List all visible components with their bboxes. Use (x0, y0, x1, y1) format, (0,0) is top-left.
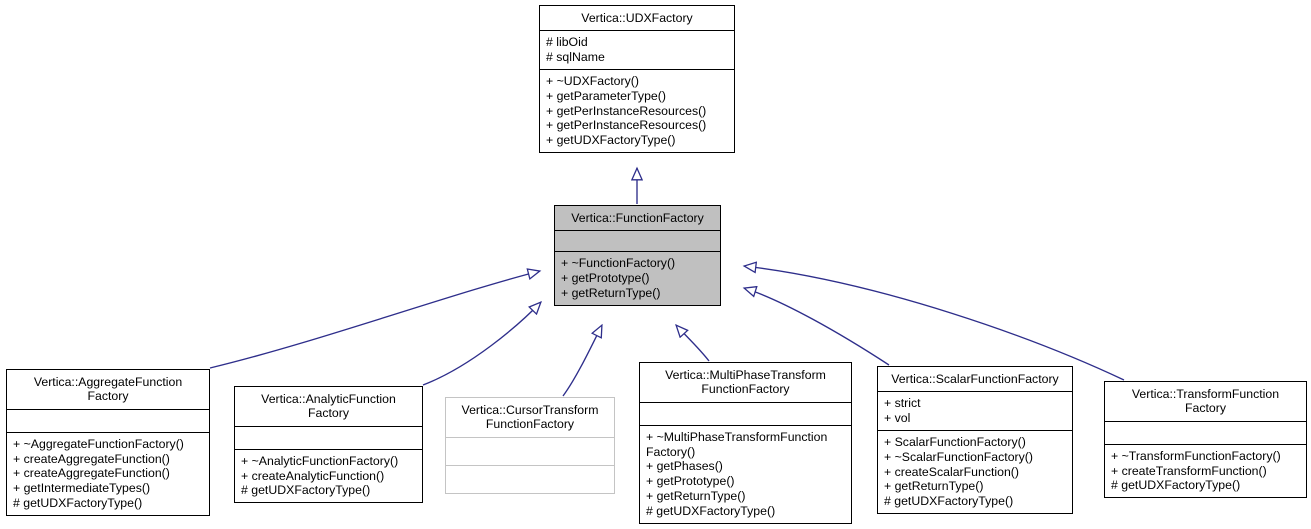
method-item: + createAggregateFunction() (13, 466, 170, 481)
methods-compartment: + ~TransformFunctionFactory() + createTr… (1105, 443, 1306, 497)
method-item: + getReturnType() (884, 479, 984, 494)
methods-compartment: + ~AggregateFunctionFactory() + createAg… (7, 431, 209, 515)
methods-compartment (446, 464, 614, 493)
attributes-compartment: # libOid # sqlName (540, 30, 734, 69)
method-item: + createScalarFunction() (884, 464, 1019, 479)
attributes-compartment (1105, 420, 1306, 444)
method-item: + ~ScalarFunctionFactory() (884, 449, 1033, 464)
attributes-compartment (235, 425, 422, 449)
class-title: Vertica::AggregateFunction Factory (33, 375, 183, 404)
edge-scalar-to-functionfactory (744, 288, 890, 366)
class-title: Vertica::AnalyticFunction Factory (261, 392, 396, 421)
class-title: Vertica::ScalarFunctionFactory (891, 372, 1059, 386)
method-item: + getPrototype() (561, 271, 650, 286)
method-item: + getReturnType() (561, 286, 661, 300)
method-item: + ~MultiPhaseTransformFunction Factory() (646, 429, 828, 459)
class-node-aggregatefunctionfactory[interactable]: Vertica::AggregateFunction Factory + ~Ag… (6, 369, 210, 516)
class-title: Vertica::TransformFunction Factory (1131, 387, 1280, 416)
method-item: + getUDXFactoryType() (546, 133, 676, 148)
class-node-analyticfunctionfactory[interactable]: Vertica::AnalyticFunction Factory + ~Ana… (234, 386, 423, 504)
class-node-functionfactory[interactable]: Vertica::FunctionFactory + ~FunctionFact… (554, 205, 721, 306)
method-item: + getPhases() (646, 459, 723, 474)
attribute-item: # libOid (546, 35, 588, 50)
method-item: + createAggregateFunction() (13, 451, 170, 466)
method-item: # getUDXFactoryType() (646, 503, 776, 518)
methods-compartment: + ~MultiPhaseTransformFunction Factory()… (640, 424, 851, 523)
attribute-item: # sqlName (546, 50, 605, 65)
method-item: + getPerInstanceResources() (546, 118, 707, 133)
attributes-compartment (446, 436, 614, 465)
class-node-transformfunctionfactory[interactable]: Vertica::TransformFunction Factory + ~Tr… (1104, 381, 1307, 499)
method-item: + getIntermediateTypes() (13, 481, 151, 496)
method-item: + getParameterType() (546, 88, 666, 103)
class-node-cursortransformfunctionfactory[interactable]: Vertica::CursorTransform FunctionFactory (445, 397, 615, 494)
methods-compartment: + ~FunctionFactory() + getPrototype() + … (555, 251, 720, 305)
method-item: + ~AnalyticFunctionFactory() (241, 453, 399, 468)
method-item: + getPrototype() (646, 474, 735, 489)
edge-aggregate-to-functionfactory (209, 271, 540, 369)
class-title: Vertica::FunctionFactory (571, 211, 704, 225)
method-item: + createAnalyticFunction() (241, 468, 385, 483)
attribute-item: + vol (884, 411, 911, 426)
class-title: Vertica::CursorTransform FunctionFactory (461, 403, 599, 432)
method-item: + ~UDXFactory() (546, 74, 639, 88)
method-item: # getUDXFactoryType() (13, 496, 143, 510)
method-item: + createTransformFunction() (1111, 463, 1267, 478)
method-item: # getUDXFactoryType() (241, 483, 371, 498)
attributes-compartment: + strict + vol (878, 391, 1072, 430)
method-item: + ScalarFunctionFactory() (884, 435, 1026, 449)
attribute-item: + strict (884, 396, 921, 411)
method-item: + getReturnType() (646, 489, 746, 503)
class-title: Vertica::UDXFactory (581, 11, 693, 25)
class-node-multiphasetransformfunctionfactory[interactable]: Vertica::MultiPhaseTransform FunctionFac… (639, 362, 852, 524)
class-node-scalarfunctionfactory[interactable]: Vertica::ScalarFunctionFactory + strict … (877, 366, 1073, 514)
attributes-compartment (555, 230, 720, 252)
class-node-udxfactory[interactable]: Vertica::UDXFactory # libOid # sqlName +… (539, 5, 735, 153)
method-item: # getUDXFactoryType() (884, 494, 1014, 509)
methods-compartment: + ~AnalyticFunctionFactory() + createAna… (235, 448, 422, 502)
edge-analytic-to-functionfactory (422, 302, 541, 386)
edge-cursortransform-to-functionfactory (562, 325, 602, 397)
method-item: + ~TransformFunctionFactory() (1111, 448, 1281, 463)
methods-compartment: + ~UDXFactory() + getParameterType() + g… (540, 69, 734, 152)
method-item: + getPerInstanceResources() (546, 103, 707, 118)
methods-compartment: + ScalarFunctionFactory() + ~ScalarFunct… (878, 430, 1072, 513)
attributes-compartment (7, 408, 209, 432)
method-item: + ~FunctionFactory() (561, 256, 676, 271)
method-item: # getUDXFactoryType() (1111, 478, 1241, 493)
attributes-compartment (640, 401, 851, 425)
class-title: Vertica::MultiPhaseTransform FunctionFac… (665, 368, 826, 397)
method-item: + ~AggregateFunctionFactory() (13, 436, 184, 451)
edge-multiphase-to-functionfactory (676, 325, 710, 362)
